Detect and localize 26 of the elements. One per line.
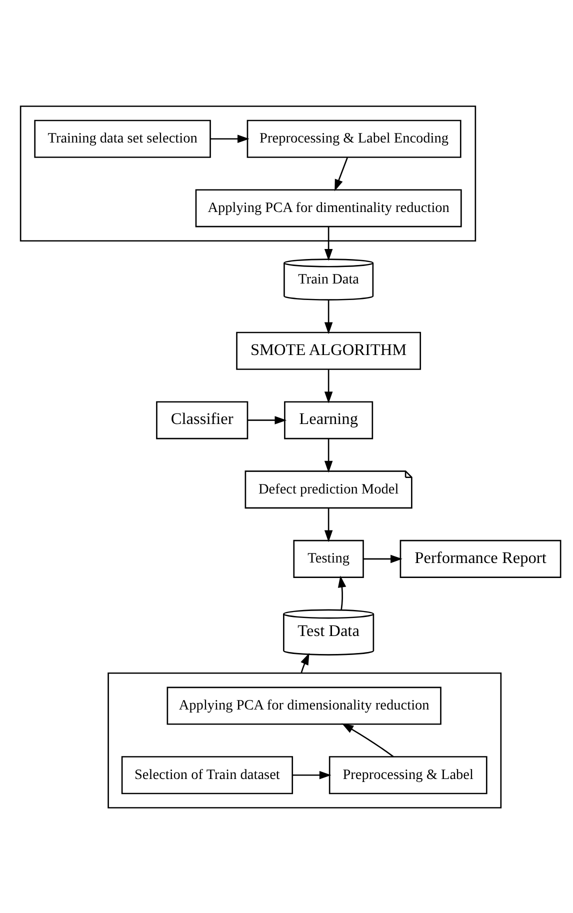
cluster (20, 105, 476, 242)
arrow (324, 438, 333, 472)
arrow (363, 554, 402, 563)
node-box: Preprocessing & Label Encoding (246, 119, 462, 158)
node-box: Training data set selection (34, 119, 211, 158)
arrow (324, 369, 333, 403)
node-box: SMOTE ALGORITHM (236, 331, 422, 370)
node-box: Applying PCA for dimensionality reduction (166, 686, 442, 724)
arrow (292, 770, 332, 779)
arrow (342, 722, 394, 757)
arrow (338, 575, 346, 610)
node-box: Learning (284, 400, 374, 439)
arrow (248, 416, 287, 424)
node-box: Classifier (156, 400, 248, 439)
node-box: Applying PCA for dimentinality reduction (195, 188, 462, 227)
node-box: Selection of Train dataset (121, 756, 294, 794)
node-box: Preprocessing & Label (328, 756, 488, 794)
arrow (334, 156, 348, 191)
node-box: Testing (293, 539, 364, 578)
arrow (324, 226, 333, 260)
arrow (300, 652, 310, 673)
cluster (108, 672, 502, 808)
arrow (210, 134, 250, 143)
arrow (324, 299, 333, 334)
arrow (324, 508, 333, 542)
node-box: Performance Report (400, 539, 562, 578)
